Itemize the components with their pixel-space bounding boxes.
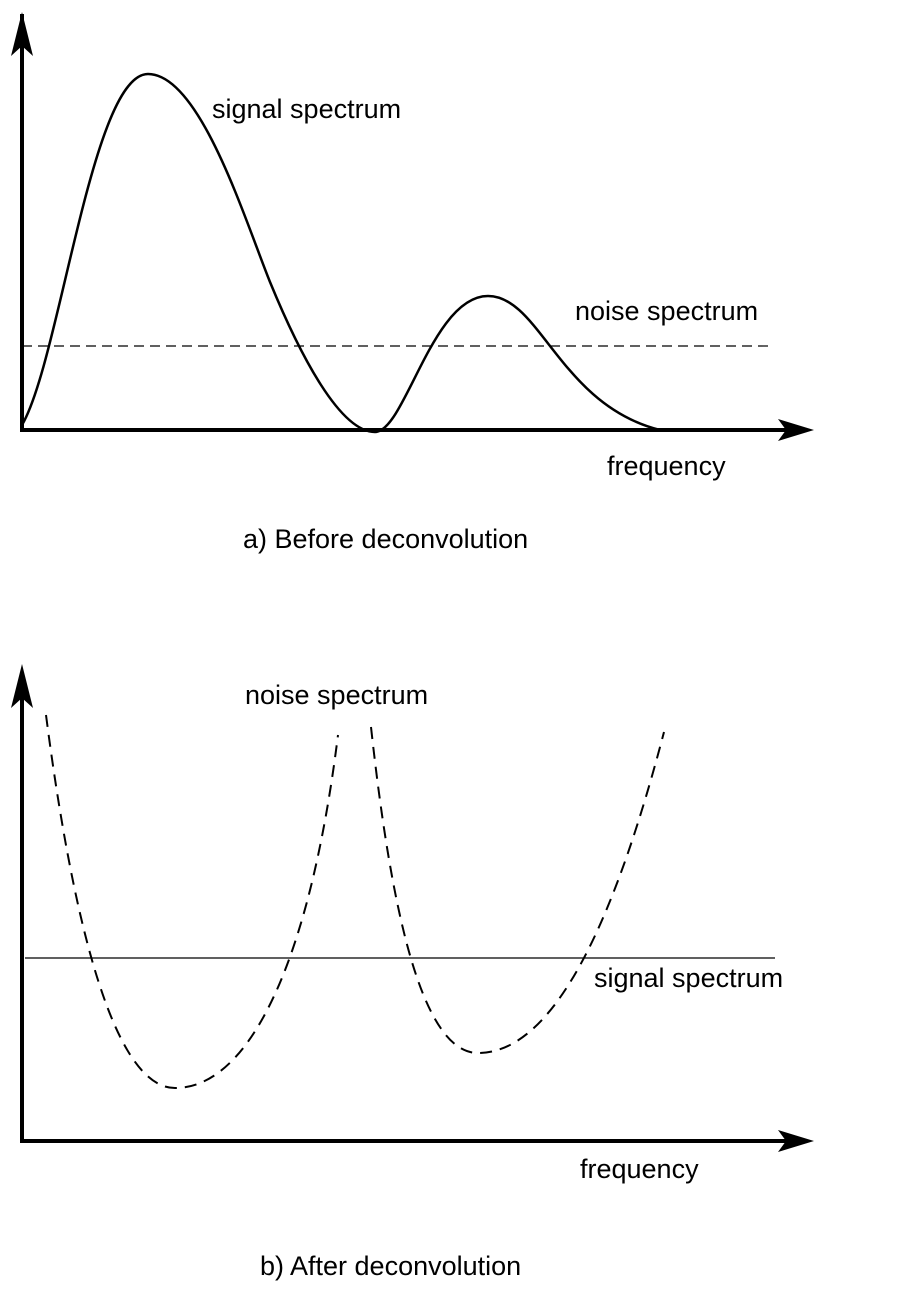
caption-b: b) After deconvolution — [260, 1251, 521, 1281]
x-axis-label: frequency — [580, 1154, 699, 1184]
y-axis-arrowhead — [11, 664, 33, 708]
signal-spectrum-curve — [20, 72, 661, 434]
signal-spectrum-label: signal spectrum — [212, 94, 401, 124]
x-axis-label: frequency — [607, 451, 726, 481]
noise-spectrum-curve-left — [45, 714, 339, 1090]
caption-a: a) Before deconvolution — [243, 524, 528, 554]
signal-spectrum-label: signal spectrum — [594, 963, 783, 993]
panel-after-deconvolution: noise spectrum signal spectrum frequency… — [11, 664, 814, 1281]
x-axis-arrowhead — [778, 1130, 814, 1152]
panel-before-deconvolution: signal spectrum noise spectrum frequency… — [11, 12, 814, 554]
noise-spectrum-label: noise spectrum — [575, 296, 758, 326]
noise-spectrum-curve-right — [370, 726, 665, 1055]
noise-spectrum-label: noise spectrum — [245, 680, 428, 710]
y-axis-arrowhead — [11, 12, 33, 56]
x-axis-arrowhead — [778, 419, 814, 441]
